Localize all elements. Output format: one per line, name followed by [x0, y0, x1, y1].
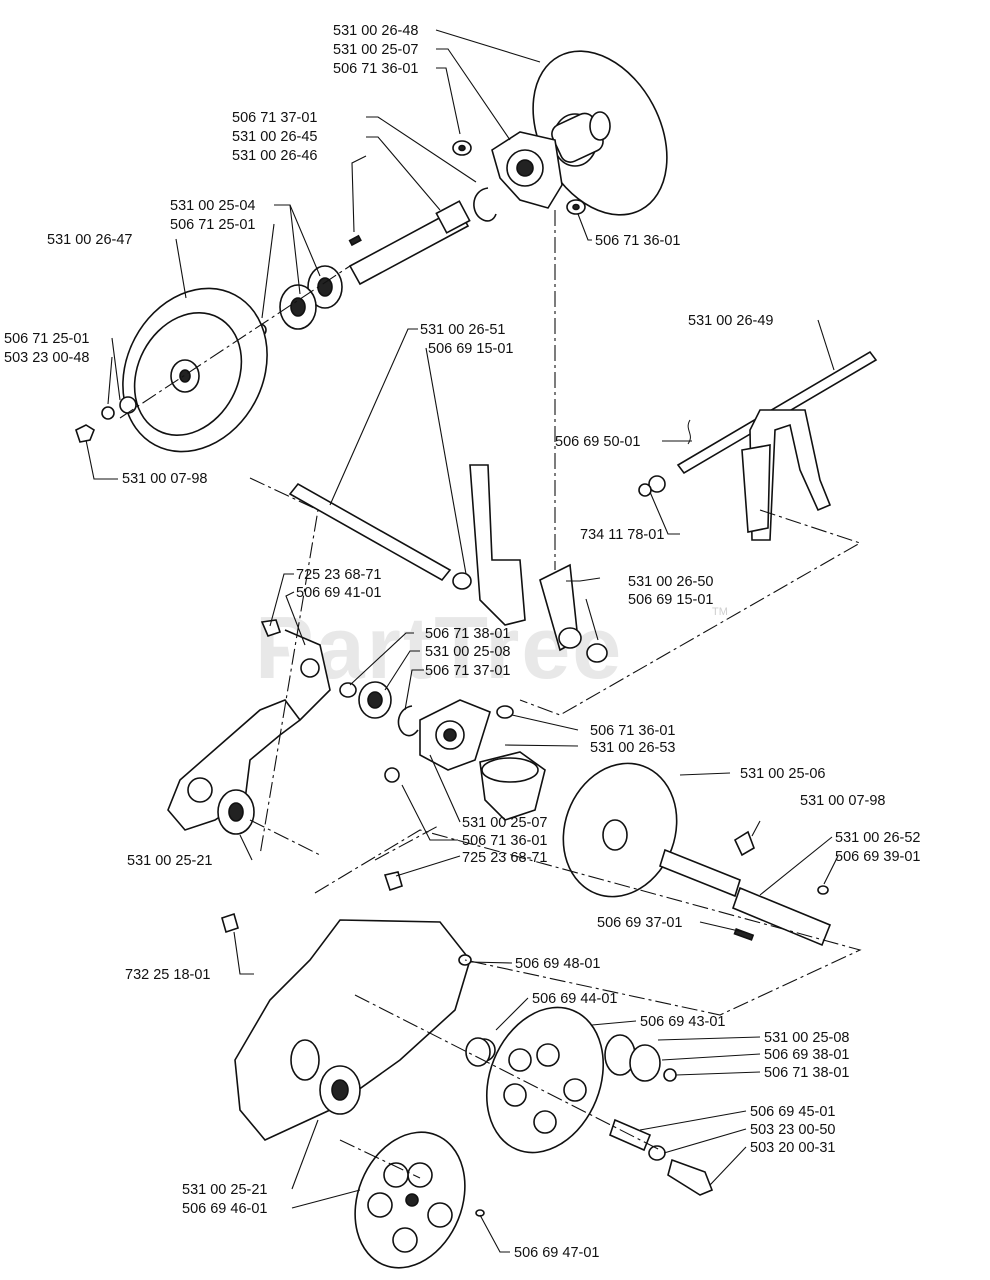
- label-531-00-26-50: 531 00 26-50: [628, 574, 713, 590]
- label-506-69-15-01: 506 69 15-01: [428, 341, 513, 357]
- circlip-part: [473, 187, 497, 222]
- axis-line-right-frame: [519, 509, 862, 716]
- rod-part: [288, 482, 472, 590]
- coupling-part: [479, 751, 546, 821]
- label-506-71-38-01: 506 71 38-01: [425, 626, 510, 642]
- label-506-69-43-01: 506 69 43-01: [640, 1014, 725, 1030]
- label-531-00-25-08: 531 00 25-08: [425, 644, 510, 660]
- axis-line-gear: [354, 994, 661, 1151]
- gearbox-housing-part: [221, 871, 472, 1141]
- label-531-00-26-48: 531 00 26-48: [333, 23, 418, 39]
- label-531-00-26-53: 531 00 26-53: [590, 740, 675, 756]
- label-506-71-36-01: 506 71 36-01: [333, 61, 418, 77]
- pulley-part: [75, 287, 268, 453]
- label-506-71-36-01: 506 71 36-01: [595, 233, 680, 249]
- label-506-69-44-01: 506 69 44-01: [532, 991, 617, 1007]
- label-506-69-41-01: 506 69 41-01: [296, 585, 381, 601]
- label-506-71-37-01: 506 71 37-01: [232, 110, 317, 126]
- drum-part: [562, 762, 755, 898]
- label-531-00-26-51: 531 00 26-51: [420, 322, 505, 338]
- label-531-00-26-47: 531 00 26-47: [47, 232, 132, 248]
- label-506-69-47-01: 506 69 47-01: [514, 1245, 599, 1261]
- shaft-part: [348, 200, 471, 286]
- label-506-69-46-01: 506 69 46-01: [182, 1201, 267, 1217]
- label-506-71-36-01: 506 71 36-01: [462, 833, 547, 849]
- drive-disc-part: [532, 50, 668, 216]
- axis-line-lower-frame: [314, 829, 862, 1016]
- axis-line-left-frame: [249, 477, 319, 856]
- label-725-23-68-71: 725 23 68-71: [296, 567, 381, 583]
- label-506-69-45-01: 506 69 45-01: [750, 1104, 835, 1120]
- label-503-23-00-48: 503 23 00-48: [4, 350, 89, 366]
- label-531-00-25-08: 531 00 25-08: [764, 1030, 849, 1046]
- label-531-00-25-04: 531 00 25-04: [170, 198, 255, 214]
- hub-part: [465, 1037, 491, 1067]
- part-number-labels: 531 00 26-48 531 00 25-07 506 71 36-01 5…: [4, 23, 920, 1261]
- label-531-00-25-07: 531 00 25-07: [462, 815, 547, 831]
- label-506-69-15-01: 506 69 15-01: [628, 592, 713, 608]
- label-506-71-25-01: 506 71 25-01: [4, 331, 89, 347]
- label-506-71-36-01: 506 71 36-01: [590, 723, 675, 739]
- shifter-shaft-part: [638, 350, 878, 541]
- label-531-00-25-06: 531 00 25-06: [740, 766, 825, 782]
- bearing-housing-part: [452, 131, 586, 215]
- label-506-71-37-01: 506 71 37-01: [425, 663, 510, 679]
- label-531-00-07-98: 531 00 07-98: [800, 793, 885, 809]
- label-506-69-38-01: 506 69 38-01: [764, 1047, 849, 1063]
- gear-lower-part: [354, 1131, 485, 1269]
- label-503-23-00-50: 503 23 00-50: [750, 1122, 835, 1138]
- pin-bolt-part: [609, 1118, 714, 1196]
- label-506-71-25-01: 506 71 25-01: [170, 217, 255, 233]
- leader-lines: [85, 29, 839, 1253]
- bracket-housing-part: [167, 619, 331, 835]
- label-503-20-00-31: 503 20 00-31: [750, 1140, 835, 1156]
- label-531-00-26-52: 531 00 26-52: [835, 830, 920, 846]
- fork-lever-part: [469, 464, 608, 663]
- axis-line-center: [374, 824, 441, 861]
- gear-small-part: [604, 1034, 677, 1082]
- label-732-25-18-01: 732 25 18-01: [125, 967, 210, 983]
- label-531-00-25-21: 531 00 25-21: [182, 1182, 267, 1198]
- label-734-11-78-01: 734 11 78-01: [580, 527, 664, 543]
- gear-large-part: [472, 1006, 605, 1154]
- axis-line-upper: [119, 265, 351, 419]
- label-531-00-26-46: 531 00 26-46: [232, 148, 317, 164]
- label-506-69-37-01: 506 69 37-01: [597, 915, 682, 931]
- label-531-00-25-21: 531 00 25-21: [127, 853, 212, 869]
- label-531-00-26-45: 531 00 26-45: [232, 129, 317, 145]
- label-506-69-48-01: 506 69 48-01: [515, 956, 600, 972]
- label-531-00-25-07: 531 00 25-07: [333, 42, 418, 58]
- label-506-69-50-01: 506 69 50-01: [555, 434, 640, 450]
- label-506-71-38-01: 506 71 38-01: [764, 1065, 849, 1081]
- label-506-69-39-01: 506 69 39-01: [835, 849, 920, 865]
- label-725-23-68-71: 725 23 68-71: [462, 850, 547, 866]
- center-bearing-part: [339, 681, 514, 783]
- axis-line-bottom: [339, 1139, 421, 1179]
- splined-shaft-part: [659, 848, 832, 947]
- watermark-tm: TM: [712, 606, 728, 618]
- label-531-00-26-49: 531 00 26-49: [688, 313, 773, 329]
- label-531-00-07-98: 531 00 07-98: [122, 471, 207, 487]
- axis-line-mid: [249, 819, 321, 856]
